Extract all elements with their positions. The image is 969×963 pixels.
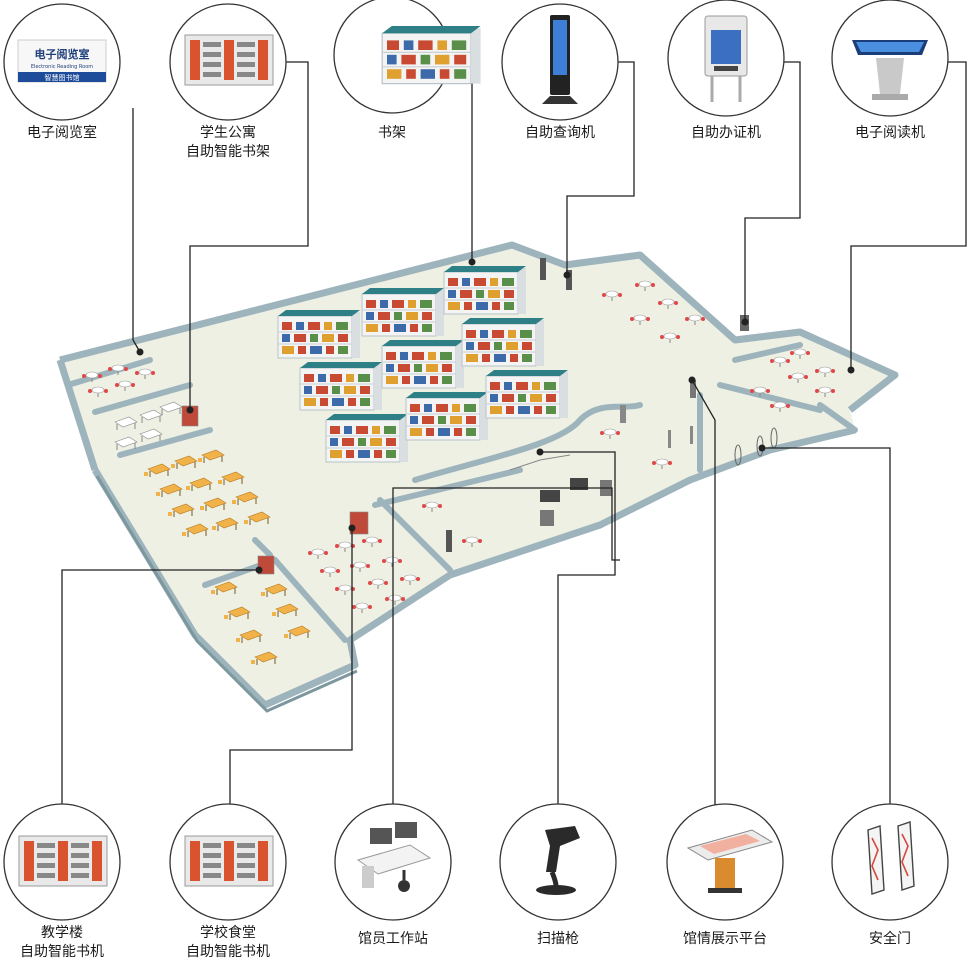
connector-bookshelf (440, 55, 473, 262)
connector-query-kiosk (566, 61, 635, 275)
bookshelf-icon (333, 0, 482, 114)
connector-dots (136, 258, 855, 574)
signage-title: 电子阅览室 (35, 47, 90, 61)
connector-display-platform (691, 379, 716, 808)
label-canteen-book-machine: 学校食堂 自助智能书机 (186, 925, 270, 960)
connector-dorm-shelf (189, 61, 309, 410)
e-reading-room-sign-icon: 电子阅览室 Electronic Reading Room 智慧图书馆 (3, 3, 121, 121)
signage-subtitle: Electronic Reading Room (31, 64, 93, 70)
connector-security-gate (762, 447, 891, 808)
label-bookshelf: 书架 (378, 125, 406, 141)
smart-bookshelf-icon (169, 803, 287, 921)
security-gate-icon (831, 803, 949, 921)
query-kiosk-icon (501, 3, 619, 121)
connector-canteen (229, 528, 353, 808)
display-platform-icon (666, 803, 784, 921)
connector-card-machine (744, 61, 801, 322)
bottom-device-circles (3, 803, 949, 921)
signage-footer: 智慧图书馆 (45, 73, 80, 82)
label-self-query-kiosk: 自助查询机 (525, 125, 595, 141)
smart-bookshelf-icon (3, 803, 121, 921)
smart-bookshelf-icon (169, 3, 287, 121)
label-library-display-platform: 馆情展示平台 (683, 931, 767, 947)
label-self-card-machine: 自助办证机 (691, 125, 761, 141)
connector-e-reader (850, 61, 967, 370)
floor-plan (56, 241, 899, 713)
label-barcode-scanner: 扫描枪 (537, 931, 579, 947)
connector-e-reading-room (132, 108, 141, 353)
label-security-gate: 安全门 (869, 931, 911, 947)
top-device-circles: 电子阅览室 Electronic Reading Room 智慧图书馆 (3, 0, 949, 121)
label-librarian-workstation: 馆员工作站 (358, 931, 428, 947)
label-teaching-building-book-machine: 教学楼 自助智能书机 (20, 925, 104, 960)
connector-lines (61, 55, 967, 808)
barcode-scanner-icon (499, 803, 617, 921)
card-issuing-machine-icon (667, 0, 785, 117)
label-dorm-smart-shelf: 学生公寓 自助智能书架 (186, 125, 270, 160)
connector-scanner-a (540, 451, 616, 808)
workstation-icon (334, 803, 452, 921)
label-e-reader: 电子阅读机 (855, 125, 925, 141)
connector-teaching-building (61, 569, 259, 808)
label-e-reading-room: 电子阅览室 (27, 125, 97, 141)
e-reader-icon (831, 0, 949, 117)
